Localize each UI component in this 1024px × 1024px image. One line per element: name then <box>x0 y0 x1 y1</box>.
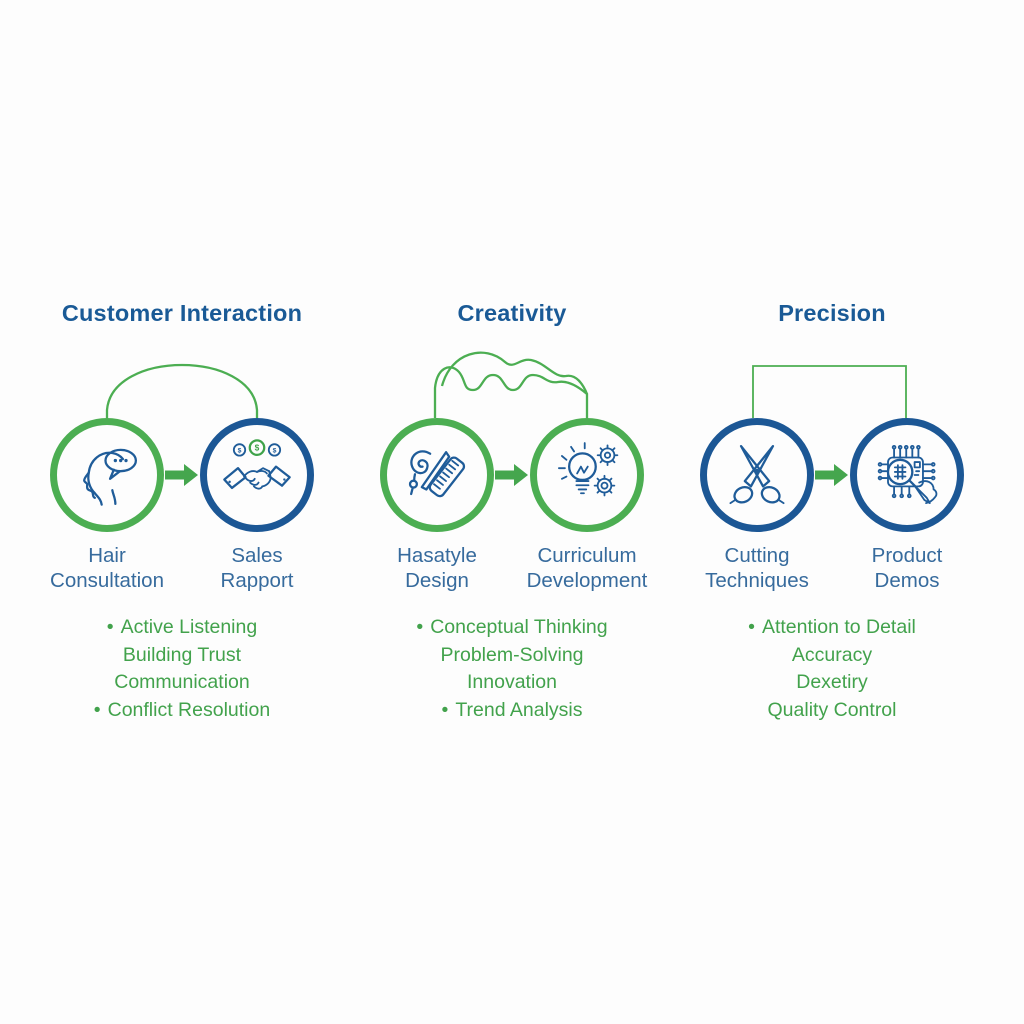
label-line: Curriculum <box>537 544 637 567</box>
list-item-text: Active Listening <box>120 616 258 638</box>
wave-connector <box>433 351 589 418</box>
bullet-marker: • <box>441 698 449 721</box>
lightbulb-gears-icon <box>557 442 619 497</box>
label-line: Product <box>871 544 943 567</box>
list-item: Problem-Solving <box>347 642 677 670</box>
list-item: • Conflict Resolution <box>17 697 347 725</box>
label-line: Development <box>526 569 648 592</box>
list-item: Dexetiry <box>667 669 997 697</box>
label-line: Consultation <box>50 569 164 592</box>
list-item-text: Attention to Detail <box>761 616 916 638</box>
list-item: • Trend Analysis <box>347 697 677 725</box>
label-line: Hasatyle <box>397 544 477 567</box>
column-title: Customer Interaction <box>61 300 303 326</box>
list-item: • Conceptual Thinking <box>347 614 677 642</box>
list-item-text: Conflict Resolution <box>107 698 271 721</box>
list-item: Quality Control <box>667 697 997 725</box>
list-item-text: Communication <box>114 671 250 693</box>
step-label-curriculum-development: Curriculum Development <box>512 543 662 593</box>
list-item-text: Quality Control <box>767 698 897 721</box>
step-circle <box>530 418 644 532</box>
list-item-text: Building Trust <box>122 643 242 666</box>
arrow-right-icon <box>814 463 850 487</box>
bullet-marker: • <box>93 698 101 721</box>
list-item: • Attention to Detail <box>667 614 997 642</box>
list-item-text: Innovation <box>467 671 557 693</box>
list-item: • Active Listening <box>17 614 347 642</box>
label-line: Design <box>405 569 469 592</box>
step-label-sales-rapport: Sales Rapport <box>182 543 332 593</box>
step-circle <box>380 418 494 532</box>
list-item-text: Conceptual Thinking <box>430 616 608 638</box>
column-creativity: Creativity <box>347 300 677 760</box>
bullet-marker: • <box>748 616 755 638</box>
column-precision: Precision <box>667 300 997 760</box>
label-line: Rapport <box>220 569 294 592</box>
list-item-text: Accuracy <box>791 643 873 666</box>
arc-connector <box>105 364 259 418</box>
step-label-hair-consultation: Hair Consultation <box>32 543 182 593</box>
handshake-icon: $ $ $ <box>223 439 291 490</box>
step-label-cutting-techniques: Cutting Techniques <box>682 543 832 593</box>
label-line: Hair <box>88 544 126 567</box>
bullet-marker: • <box>416 616 424 638</box>
step-label-hairstyle-design: Hasatyle Design <box>362 543 512 593</box>
bullet-marker: • <box>106 616 114 638</box>
skill-list: • Attention to Detail Accuracy Dexetiry Q… <box>667 614 997 724</box>
list-item-text: Trend Analysis <box>455 698 583 721</box>
label-line: Techniques <box>705 569 809 592</box>
svg-text:$: $ <box>255 443 260 453</box>
skill-list: • Conceptual Thinking Problem-Solving Inn… <box>347 614 677 724</box>
label-line: Cutting <box>724 544 790 567</box>
skill-list: • Active Listening Building Trust Communi… <box>17 614 347 724</box>
arrow-right-icon <box>494 463 530 487</box>
svg-text:$: $ <box>238 448 242 455</box>
svg-text:$: $ <box>273 448 277 455</box>
step-circle <box>50 418 164 532</box>
hairstyle-tools-icon <box>408 450 466 498</box>
list-item: Accuracy <box>667 642 997 670</box>
list-item: Communication <box>17 669 347 697</box>
circuit-inspection-icon <box>877 444 938 505</box>
consultation-icon <box>83 448 138 506</box>
bracket-connector <box>752 365 907 418</box>
scissors-icon <box>729 444 785 505</box>
step-circle <box>850 418 964 532</box>
label-line: Sales <box>231 544 283 567</box>
step-circle <box>700 418 814 532</box>
list-item-text: Problem-Solving <box>440 643 584 666</box>
list-item: Innovation <box>347 669 677 697</box>
arrow-right-icon <box>164 463 200 487</box>
list-item-text: Dexetiry <box>796 671 868 693</box>
list-item: Building Trust <box>17 642 347 670</box>
column-title: Creativity <box>457 300 567 326</box>
column-customer-interaction: Customer Interaction $ <box>17 300 347 760</box>
label-line: Demos <box>874 569 940 592</box>
step-label-product-demos: Product Demos <box>832 543 982 593</box>
column-title: Precision <box>778 300 886 326</box>
step-circle: $ $ $ <box>200 418 314 532</box>
